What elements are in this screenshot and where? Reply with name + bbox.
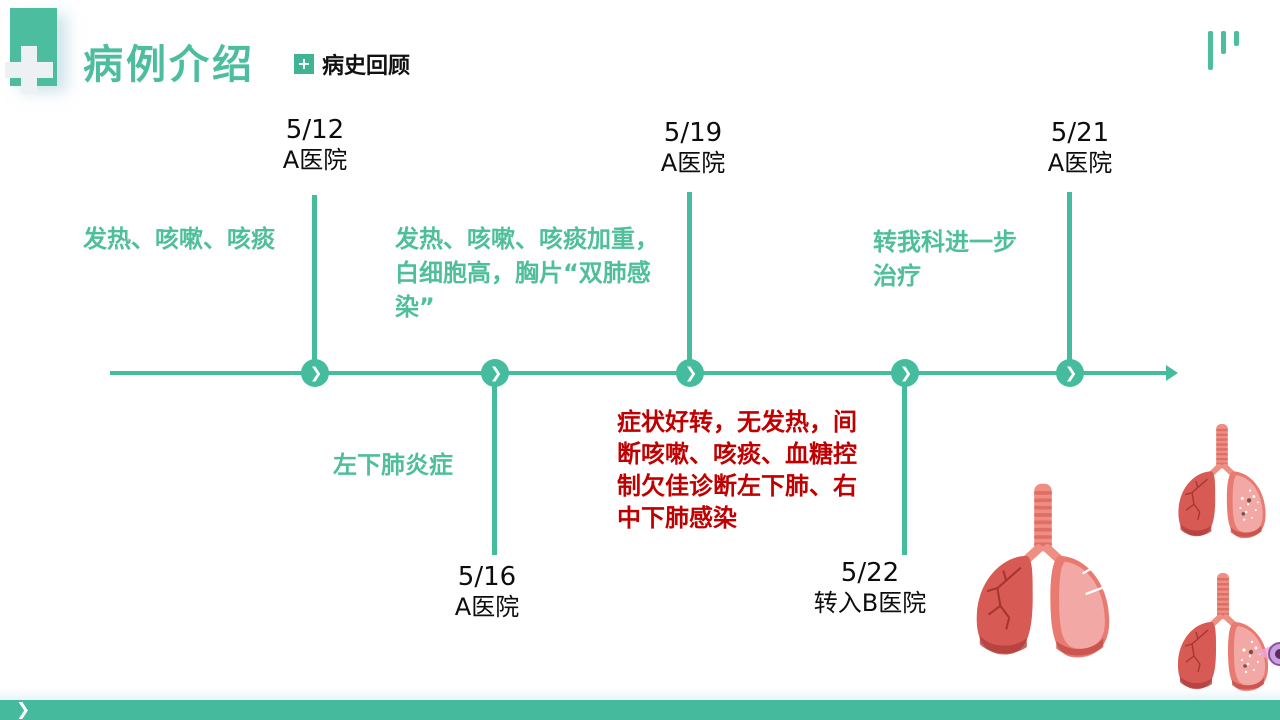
subtitle-group: + 病史回顾 — [294, 48, 410, 80]
subtitle-label: 病史回顾 — [322, 54, 411, 79]
timeline-node: ❯ — [891, 359, 919, 387]
timeline-node: ❯ — [301, 359, 329, 387]
footer-bar — [0, 700, 1280, 720]
event-place: A医院 — [454, 593, 520, 621]
timeline-connector — [902, 373, 907, 555]
event-place: 转入B医院 — [813, 589, 927, 617]
timeline-event: 5/21 A医院 — [1048, 118, 1112, 178]
lungs-illustration-small-bottom — [1172, 572, 1280, 694]
lungs-illustration-small-top — [1172, 423, 1272, 541]
plus-icon: + — [294, 54, 314, 74]
annotation-transfer: 转我科进一步治疗 — [873, 228, 1017, 290]
event-date: 5/19 — [663, 118, 723, 148]
timeline-node: ❯ — [676, 359, 704, 387]
timeline-event: 5/16 A医院 — [455, 562, 519, 622]
timeline-connector — [312, 195, 317, 373]
medical-cross-icon — [5, 46, 53, 94]
timeline-connector — [1067, 192, 1072, 373]
timeline-node: ❯ — [1056, 359, 1084, 387]
footer-glow — [0, 688, 1280, 700]
chevron-right-icon: ❯ — [1064, 363, 1078, 382]
timeline-connector — [687, 192, 692, 373]
timeline-connector — [492, 373, 497, 555]
chevron-right-icon: ❯ — [309, 363, 323, 382]
event-place: A医院 — [1047, 149, 1113, 177]
next-chevron-icon: ❯ — [16, 700, 31, 720]
timeline-node: ❯ — [481, 359, 509, 387]
timeline-axis — [110, 365, 1178, 381]
chevron-right-icon: ❯ — [489, 363, 503, 382]
annotation-pneumonia: 左下肺炎症 — [333, 451, 453, 479]
annotation-symptoms-2: 发热、咳嗽、咳痰加重，白细胞高，胸片“双肺感染” — [395, 225, 659, 321]
event-date: 5/16 — [457, 562, 517, 592]
event-date: 5/12 — [285, 115, 345, 145]
timeline-event: 5/12 A医院 — [283, 115, 347, 175]
bars-logo-icon — [1208, 31, 1248, 73]
annotation-diagnosis: 症状好转，无发热，间断咳嗽、咳痰、血糖控制欠佳诊断左下肺、右中下肺感染 — [617, 408, 857, 532]
chevron-right-icon: ❯ — [899, 363, 913, 382]
annotation-symptoms-1: 发热、咳嗽、咳痰 — [83, 225, 275, 253]
event-place: A医院 — [282, 146, 348, 174]
page-title: 病例介绍 — [83, 42, 255, 88]
timeline-event: 5/19 A医院 — [661, 118, 725, 178]
event-date: 5/22 — [840, 558, 900, 588]
lungs-illustration-large — [968, 452, 1118, 692]
chevron-right-icon: ❯ — [684, 363, 698, 382]
event-date: 5/21 — [1050, 118, 1110, 148]
event-place: A医院 — [660, 149, 726, 177]
timeline-event: 5/22 转入B医院 — [814, 558, 926, 618]
